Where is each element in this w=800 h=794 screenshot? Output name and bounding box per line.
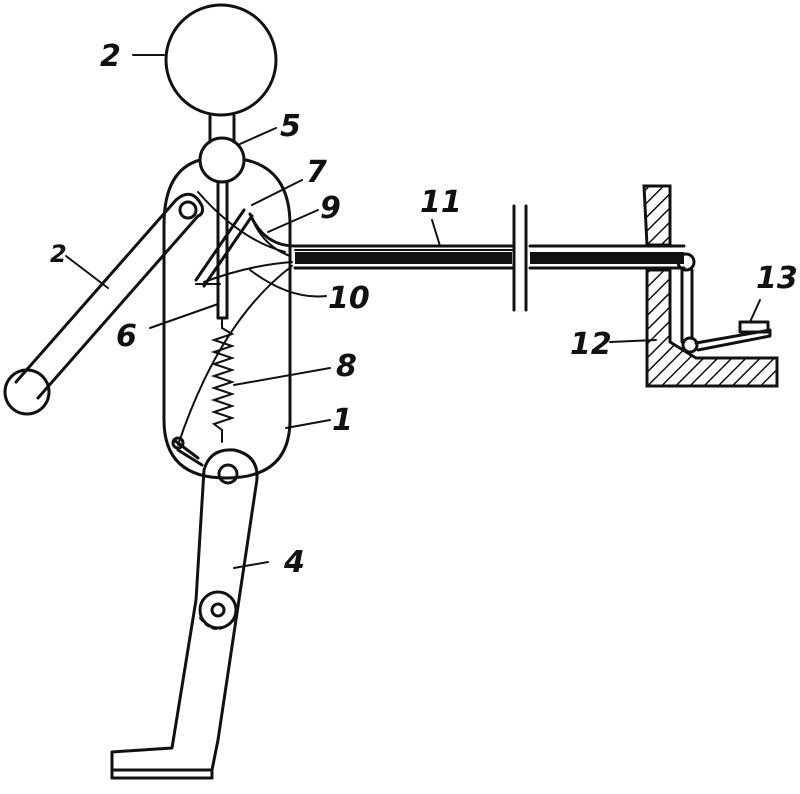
head-circle	[164, 3, 278, 117]
label-arm: 2	[50, 240, 67, 268]
pedal-pivot	[681, 336, 699, 354]
leg	[110, 448, 259, 780]
label-cable-bundle: 11	[420, 185, 462, 220]
label-rod: 6	[116, 319, 137, 354]
hip-link	[171, 436, 204, 467]
arm	[3, 192, 204, 416]
neck	[208, 114, 236, 144]
torso	[162, 158, 292, 480]
label-pedal: 13	[756, 261, 798, 296]
lever	[194, 208, 254, 288]
label-cable-lower: 10	[328, 281, 370, 316]
label-cable-upper: 9	[320, 191, 341, 226]
leader-lines	[65, 54, 761, 569]
label-neck-joint: 5	[280, 109, 301, 144]
cable-bundle	[248, 212, 686, 270]
neck-joint	[198, 136, 246, 184]
label-leg: 4	[283, 545, 305, 580]
base-block-lower	[645, 268, 779, 388]
base-linkage	[680, 268, 694, 344]
break-marks	[512, 204, 528, 312]
label-base: 12	[570, 327, 612, 362]
cable-pivot	[676, 252, 696, 272]
pedal	[694, 320, 772, 352]
vertical-rod	[216, 180, 229, 320]
label-spring: 8	[336, 349, 357, 384]
label-head: 2	[100, 39, 121, 74]
label-body: 1	[332, 403, 353, 438]
label-lever: 7	[306, 155, 327, 190]
base-block	[642, 184, 672, 247]
spring	[210, 317, 236, 443]
